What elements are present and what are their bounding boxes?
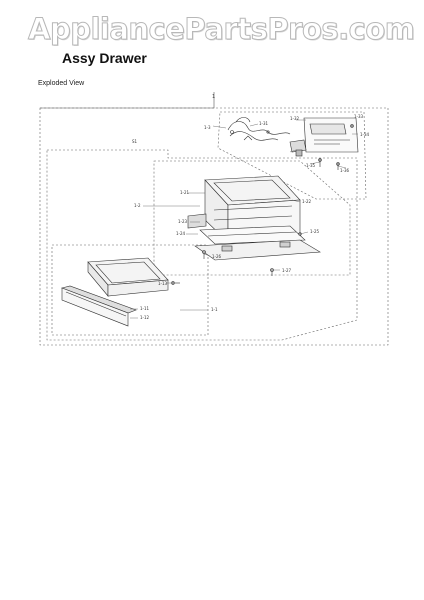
- callout-frame-e: 1-25: [310, 229, 320, 234]
- assembly-box: [39, 107, 389, 346]
- view-caption: Exploded View: [38, 80, 85, 87]
- callout-top: 1: [212, 94, 215, 100]
- control-board-icon: [303, 117, 359, 153]
- drawer-frame-icon: [187, 175, 321, 261]
- callout-wire-c: 1-33: [354, 114, 364, 119]
- drawer-group-box: [51, 244, 209, 336]
- callout-wire-f: 1-36: [340, 168, 350, 173]
- small-screws-icon: [318, 158, 340, 170]
- wire-group-box: [217, 111, 367, 200]
- callout-frame-a: 1-21: [180, 190, 190, 195]
- callout-drawer-c: 1-13: [158, 281, 168, 286]
- callout-wire-d: 1-34: [360, 132, 370, 137]
- callout-drawer-group: 1-1: [211, 307, 218, 312]
- wire-harness-icon: [227, 117, 291, 141]
- callout-main-group: S1: [132, 139, 138, 144]
- callout-frame-g: 1-27: [282, 268, 292, 273]
- callout-frame-d: 1-24: [176, 231, 186, 236]
- callout-frame-group: 1-2: [134, 203, 141, 208]
- drawer-screw-icon: [171, 281, 180, 285]
- callout-wire-group: 1-3: [204, 125, 211, 130]
- leader-lines: [130, 119, 358, 319]
- drawer-front-icon: [60, 285, 137, 327]
- callout-frame-b: 1-22: [302, 199, 312, 204]
- main-group-box: [46, 149, 358, 341]
- callout-wire-b: 1-32: [290, 116, 300, 121]
- callout-frame-c: 1-23: [178, 219, 188, 224]
- callout-wire-a: 1-31: [259, 121, 269, 126]
- drawer-tray-icon: [87, 257, 169, 297]
- callout-frame-f: 1-26: [212, 254, 222, 259]
- callout-drawer-a: 1-11: [140, 306, 150, 311]
- assembly-boundary: [40, 92, 215, 109]
- site-watermark: AppliancePartsPros.com: [27, 12, 415, 47]
- callout-wire-e: 1-35: [306, 163, 316, 168]
- callout-drawer-b: 1-12: [140, 315, 150, 320]
- page-title: Assy Drawer: [62, 50, 147, 66]
- frame-group-box: [153, 160, 351, 276]
- connector-icon: [289, 139, 307, 157]
